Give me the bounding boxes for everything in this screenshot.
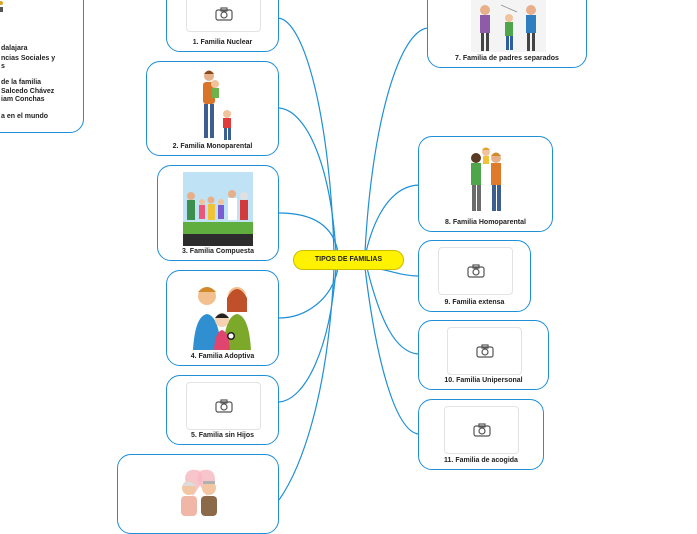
node-label: 9. Familia extensa [444, 299, 505, 306]
elderly-couple-illustration [181, 469, 217, 516]
info-line: Salcedo Chávez [1, 88, 55, 95]
camera-icon [214, 6, 233, 21]
info-line: ncias Sociales y [1, 55, 56, 62]
link-6 [278, 267, 335, 501]
node-familia-sin-hijos[interactable]: 5. Familia sin Hijos [166, 375, 279, 445]
link-7 [364, 27, 429, 253]
info-line: de la familia [1, 79, 42, 86]
node-familia-compuesta[interactable]: 3. Familia Compuesta [157, 165, 279, 261]
info-line: iam Conchas [1, 96, 45, 103]
central-topic[interactable]: TIPOS DE FAMILIAS [293, 250, 404, 270]
node-familia-adoptiva[interactable]: 4. Familia Adoptiva [166, 270, 279, 366]
camera-icon [214, 399, 233, 413]
node-familia-6[interactable] [117, 454, 279, 534]
node-label: 1. Familia Nuclear [192, 39, 253, 46]
node-label: 7. Familia de padres separados [455, 55, 559, 62]
info-line: dalajara [1, 45, 28, 52]
node-familia-homoparental[interactable]: 8. Familia Homoparental [418, 136, 553, 232]
node-familia-extensa[interactable]: 9. Familia extensa [418, 240, 531, 312]
link-4 [278, 267, 339, 319]
node-label: 11. Familia de acogida [444, 457, 518, 464]
image-placeholder [438, 247, 513, 295]
node-label: 4. Familia Adoptiva [190, 353, 255, 360]
title-info-card[interactable]: dalajara ncias Sociales y s de la famili… [0, 0, 84, 133]
node-label: 3. Familia Compuesta [182, 248, 254, 255]
camera-icon [466, 264, 485, 278]
node-familia-monoparental[interactable]: 2. Familia Monoparental [146, 61, 279, 156]
connector-lines [277, 17, 429, 501]
adoptive-family-illustration [193, 287, 251, 350]
two-fathers-family-illustration [471, 147, 501, 211]
image-placeholder [447, 327, 522, 375]
link-8 [365, 184, 421, 253]
image-placeholder [186, 382, 261, 430]
link-10 [366, 267, 419, 355]
node-familia-nuclear[interactable]: 1. Familia Nuclear [166, 0, 279, 52]
badge-icon [0, 1, 3, 12]
node-label: 8. Familia Homoparental [445, 219, 526, 226]
image-placeholder [444, 406, 519, 454]
link-11 [364, 267, 419, 435]
info-line: s [1, 63, 5, 70]
node-familia-unipersonal[interactable]: 10. Familia Unipersonal [418, 320, 549, 390]
link-5 [278, 267, 337, 403]
camera-icon [475, 344, 494, 358]
node-label: 5. Familia sin Hijos [190, 432, 255, 439]
node-label: 10. Familia Unipersonal [444, 377, 523, 384]
node-label: 2. Familia Monoparental [172, 143, 253, 150]
camera-icon [472, 423, 491, 437]
link-1 [277, 17, 335, 253]
info-line: a en el mundo [1, 113, 49, 120]
separated-parents-illustration [471, 0, 546, 52]
large-family-illustration [183, 172, 253, 246]
link-3 [278, 212, 339, 253]
node-familia-acogida[interactable]: 11. Familia de acogida [418, 399, 544, 470]
node-familia-padres-separados[interactable]: 7. Familia de padres separados [427, 0, 587, 68]
image-placeholder [186, 0, 261, 32]
single-parent-family-illustration [203, 70, 231, 140]
link-2 [278, 107, 337, 253]
